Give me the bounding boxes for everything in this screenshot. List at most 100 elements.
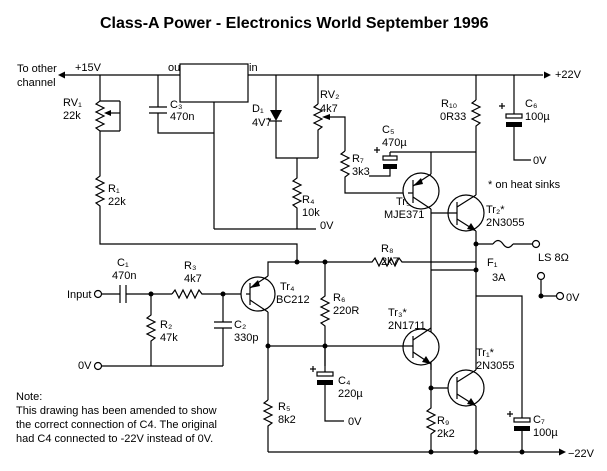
label-r2-value: 47k (160, 332, 178, 344)
label-tr1-value: 2N3055 (476, 360, 515, 372)
r3-resistor (171, 288, 246, 300)
label-plus22v: +22V (555, 69, 582, 81)
wiper-arrow-icon (104, 110, 111, 116)
label-in: in (249, 62, 258, 74)
label-r7: R₇ (352, 153, 364, 165)
label-d1-value: 4V7 (252, 117, 272, 129)
plus22v-rail (248, 71, 551, 110)
label-f1-value: 3A (492, 272, 506, 284)
d1-zener (267, 110, 318, 159)
ls-ground (536, 271, 565, 301)
label-r4-value: 10k (302, 207, 320, 219)
label-r3: R₃ (184, 260, 196, 272)
label-minus22v: −22V (568, 448, 595, 460)
tr2-transistor (431, 187, 485, 244)
label-to-other: To other (17, 63, 57, 75)
c7-capacitor (476, 295, 531, 452)
label-rv2-value: 4k7 (320, 103, 338, 115)
label-c6-value: 100µ (525, 111, 550, 123)
plus15v-rail (58, 71, 180, 96)
wiper-arrow-icon (322, 114, 330, 120)
label-plus15v: +15V (75, 62, 102, 74)
c3-capacitor (149, 96, 214, 134)
c2-capacitor (214, 294, 232, 345)
label-r10: R₁₀ (441, 98, 457, 110)
label-c5-value: 470µ (382, 137, 407, 149)
label-c4-0v: 0V (348, 416, 362, 428)
label-input: Input (67, 289, 91, 301)
c5-capacitor (369, 147, 476, 177)
label-r5-value: 8k2 (278, 414, 296, 426)
r1-resistor (94, 146, 298, 262)
note-line-2: the correct connection of C4. The origin… (16, 419, 217, 431)
ls-terminal (531, 239, 541, 249)
r7-resistor (339, 150, 408, 194)
label-c7-value: 100µ (533, 427, 558, 439)
tr3-transistor (268, 327, 457, 389)
label-c1-value: 470n (112, 270, 136, 282)
c4-capacitor (310, 346, 344, 422)
label-r7-value: 3k3 (352, 166, 370, 178)
label-tr3-value: 2N1711 (388, 320, 426, 332)
label-c5: C₅ (382, 124, 394, 136)
regulator-7815 (179, 63, 249, 103)
label-r6: R₆ (333, 292, 345, 304)
label-c3: C₃ (170, 99, 182, 111)
input-ground-rail (93, 345, 224, 371)
rv1-potentiometer (94, 95, 121, 146)
label-c2: C₂ (234, 319, 246, 331)
arrow-right-icon (544, 71, 551, 79)
label-c4-value: 220µ (338, 388, 363, 400)
label-c6: C₆ (525, 98, 537, 110)
label-c2-value: 330p (234, 332, 258, 344)
input-terminal (93, 289, 120, 299)
label-r1: R₁ (108, 183, 120, 195)
label-ls: LS 8Ω (538, 252, 569, 264)
label-channel: channel (17, 77, 56, 89)
note-line-3: had C4 connected to -22V instead of 0V. (16, 433, 213, 445)
label-tr4: Tr₄ (280, 281, 295, 293)
label-rv2: RV₂ (320, 89, 339, 101)
label-r9: R₉ (437, 415, 449, 427)
rv2-potentiometer (312, 103, 346, 158)
label-c4: C₄ (338, 375, 351, 387)
label-r2: R₂ (160, 319, 172, 331)
label-d1: D₁ (252, 103, 264, 115)
note-heading: Note: (16, 391, 42, 403)
c6-capacitor (499, 103, 531, 161)
label-r4: R₄ (302, 194, 315, 206)
note-line-1: This drawing has been amended to show (16, 405, 217, 417)
label-r5: R₅ (278, 401, 290, 413)
label-tr5-value: MJE371 (384, 209, 424, 221)
label-r4-0v: 0V (320, 220, 334, 232)
minus22v-rail (268, 448, 566, 456)
arrow-left-icon (58, 71, 65, 79)
output-node (431, 239, 541, 360)
label-input-0v: 0V (78, 360, 92, 372)
c1-capacitor (119, 285, 172, 303)
r4-resistor (214, 158, 316, 230)
label-r8: R₈ (381, 243, 394, 255)
label-r6-value: 220R (333, 305, 359, 317)
diagram-title: Class-A Power - Electronics World Septem… (100, 15, 489, 32)
r10-resistor (470, 99, 482, 187)
label-tr4-value: BC212 (276, 294, 310, 306)
label-ls-0v: 0V (566, 292, 580, 304)
label-r8-value: 2k7 (381, 256, 399, 268)
label-tr1: Tr₁* (476, 347, 495, 359)
tr4-transistor (240, 261, 297, 400)
label-c7: C₇ (533, 414, 545, 426)
tr1-transistor (447, 360, 485, 452)
label-f1: F₁ (487, 257, 498, 269)
label-heat-sinks: * on heat sinks (488, 179, 561, 191)
label-c3-value: 470n (170, 111, 194, 123)
label-c1: C₁ (117, 257, 129, 269)
r2-resistor (145, 294, 157, 366)
label-rv1: RV₁ (63, 97, 82, 109)
r9-resistor (425, 385, 437, 452)
label-tr2-value: 2N3055 (486, 217, 525, 229)
label-c6-0v: 0V (533, 155, 547, 167)
label-r10-value: 0R33 (440, 111, 466, 123)
label-r1-value: 22k (108, 196, 126, 208)
